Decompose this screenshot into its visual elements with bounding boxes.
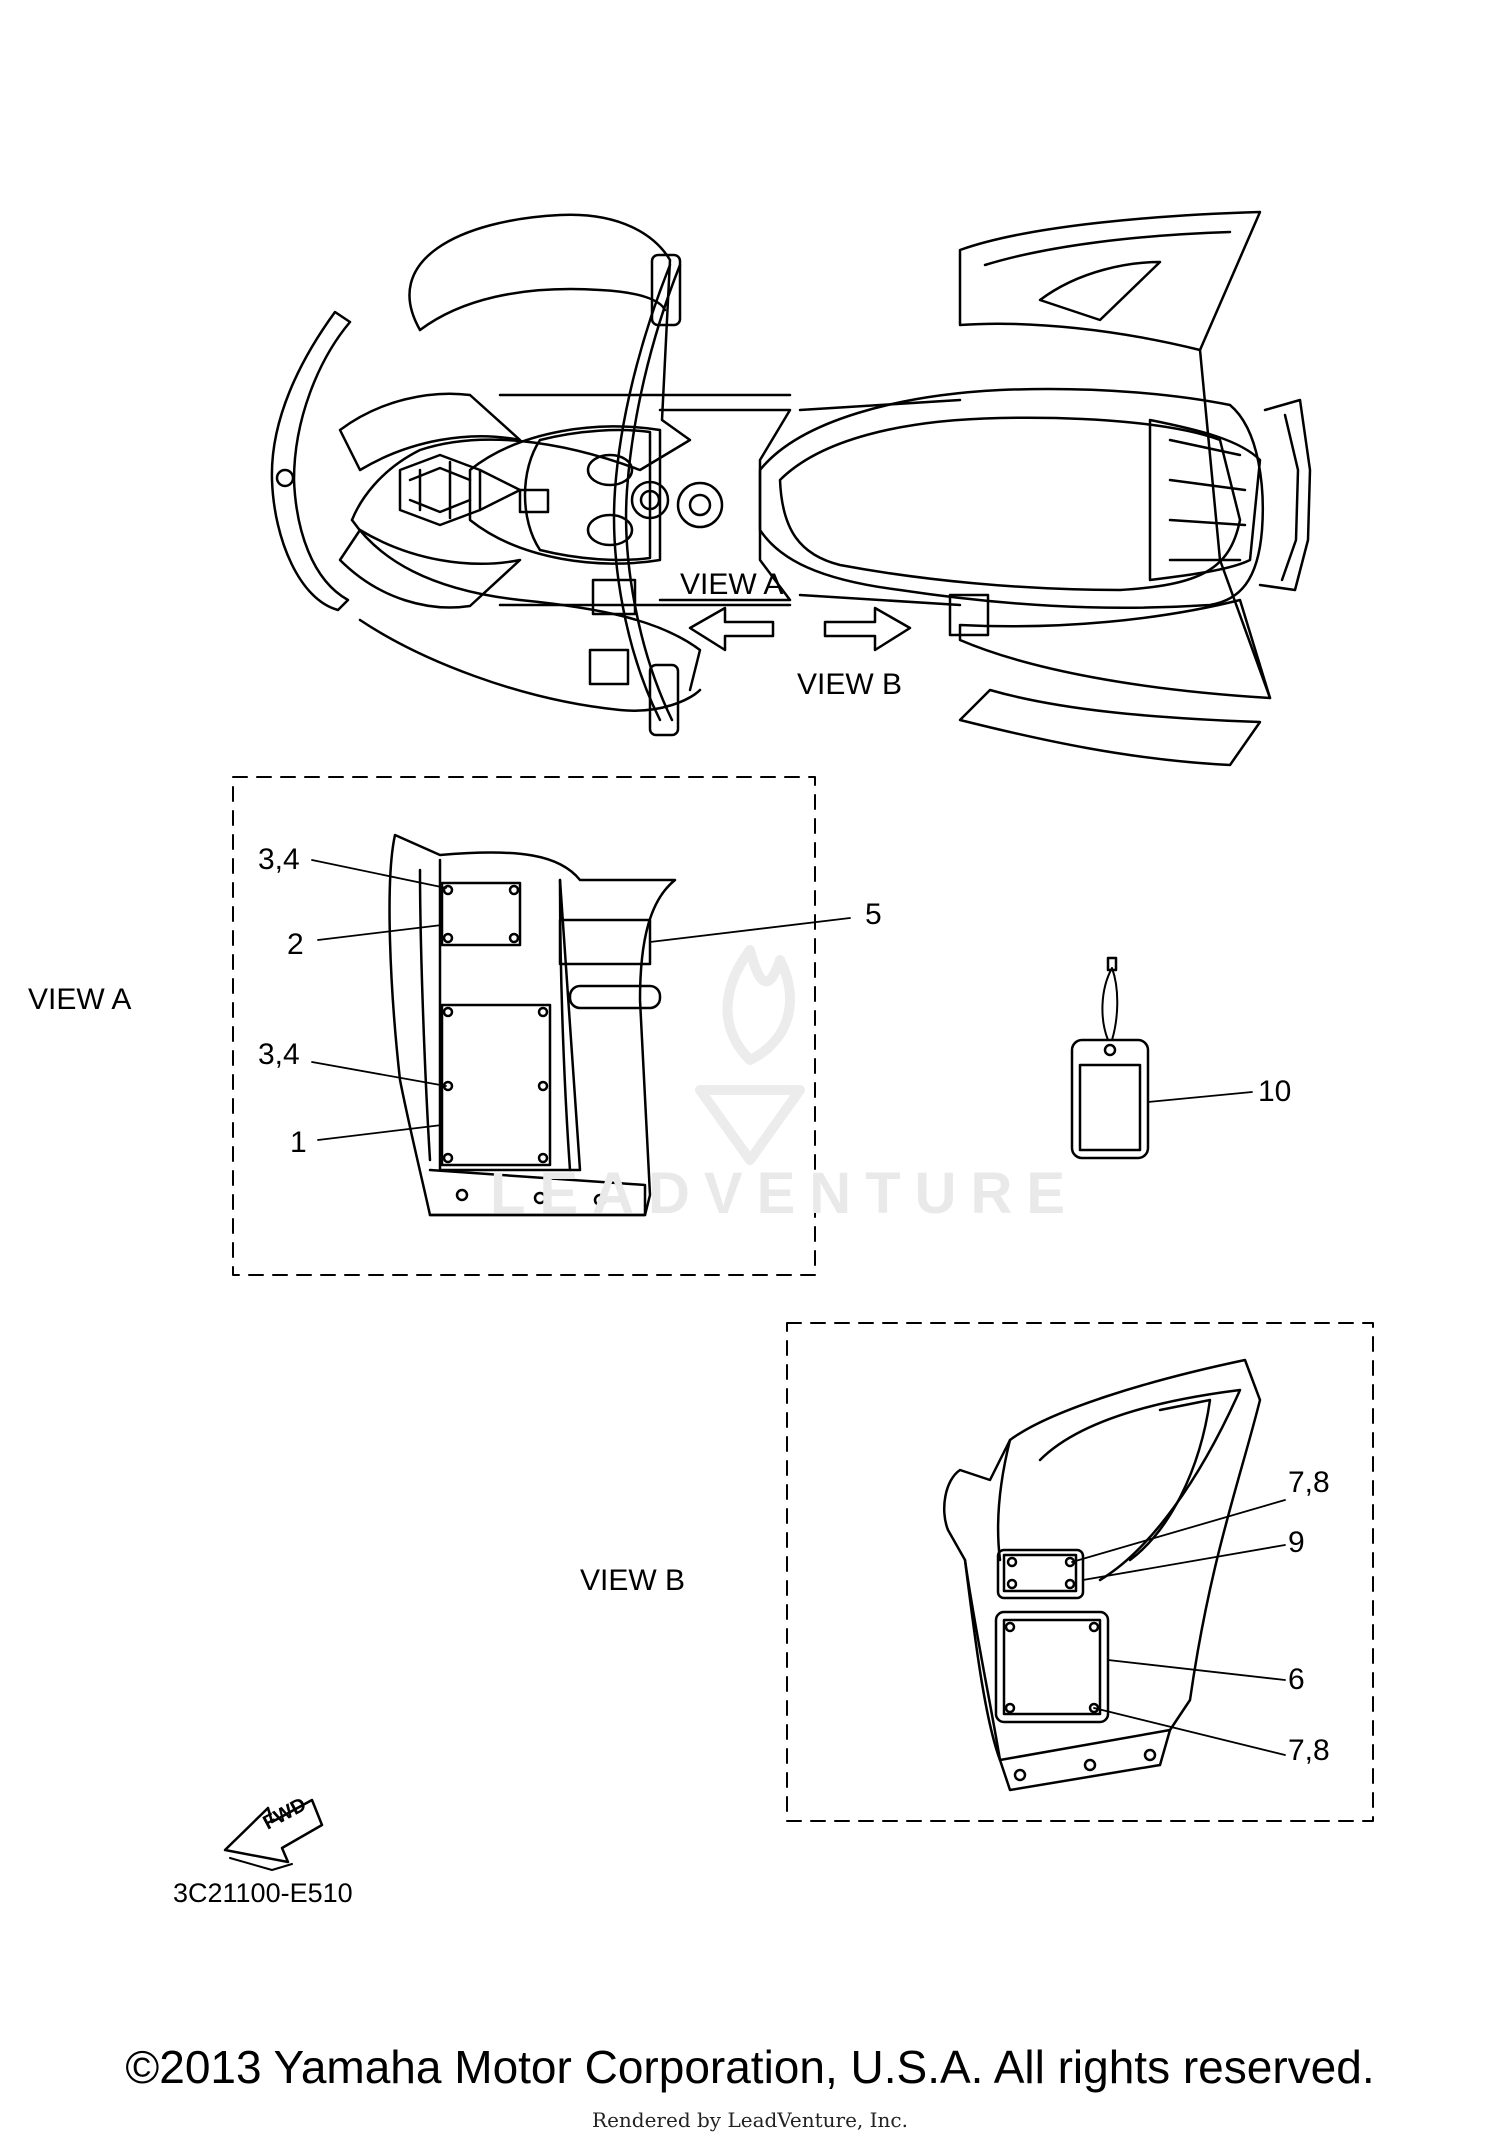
leader-2: [317, 924, 443, 941]
callout-6: 6: [1288, 1663, 1305, 1696]
seat: [758, 387, 1265, 609]
view-b-arrow: [823, 606, 912, 652]
callout-5: 5: [865, 898, 882, 931]
overview-view-b-label: VIEW B: [797, 668, 903, 701]
view-a-arrow: [688, 606, 775, 652]
leader-1: [317, 1124, 443, 1141]
front-fender: [350, 213, 692, 522]
hang-tag: [1070, 956, 1150, 1160]
rendered-by-notice: Rendered by LeadVenture, Inc.: [592, 2108, 908, 2132]
callout-3-4-a-top: 3,4: [258, 843, 300, 876]
leader-7-8-b-top: [1071, 1499, 1286, 1563]
label-6: [994, 1610, 1110, 1724]
watermark-text: LEADVENTURE: [490, 1161, 1080, 1226]
front-bumper: [270, 310, 352, 612]
callout-7-8-b-top: 7,8: [1288, 1466, 1330, 1499]
view-a-frame: [232, 776, 816, 1276]
label-1: [440, 1003, 552, 1167]
overview-view-a-label: VIEW A: [680, 568, 784, 601]
leader-3-4-a-top: [311, 859, 447, 889]
view-b-title: VIEW B: [580, 1564, 686, 1597]
atv-top-view: [270, 210, 1312, 767]
label-9: [996, 1548, 1085, 1600]
view-a-fender: [388, 833, 677, 1217]
callout-1: 1: [290, 1126, 307, 1159]
copyright-notice: ©2013 Yamaha Motor Corporation, U.S.A. A…: [125, 2041, 1375, 2093]
view-b-fender: [942, 1358, 1262, 1792]
label-2: [440, 881, 522, 947]
leader-10: [1147, 1091, 1253, 1103]
leader-9: [1082, 1544, 1286, 1581]
rear-fender: [958, 210, 1262, 352]
callout-10: 10: [1258, 1075, 1292, 1108]
fwd-arrow-icon: [223, 1798, 324, 1871]
handlebar: [612, 263, 672, 722]
leader-7-8-b-bottom: [1093, 1707, 1286, 1756]
callout-7-8-b-bottom: 7,8: [1288, 1734, 1330, 1767]
callout-9: 9: [1288, 1526, 1305, 1559]
leader-5: [649, 917, 851, 943]
rear-rack: [1258, 398, 1312, 592]
callout-3-4-a-bottom: 3,4: [258, 1038, 300, 1071]
label-5: [558, 918, 652, 966]
callout-2: 2: [287, 928, 304, 961]
leader-3-4-a-bottom: [311, 1061, 447, 1087]
view-a-title: VIEW A: [28, 983, 132, 1016]
view-b-frame: [786, 1322, 1374, 1822]
diagram-code: 3C21100-E510: [173, 1878, 353, 1908]
leader-6: [1107, 1659, 1286, 1681]
leadventure-watermark-logo: [695, 945, 805, 1165]
